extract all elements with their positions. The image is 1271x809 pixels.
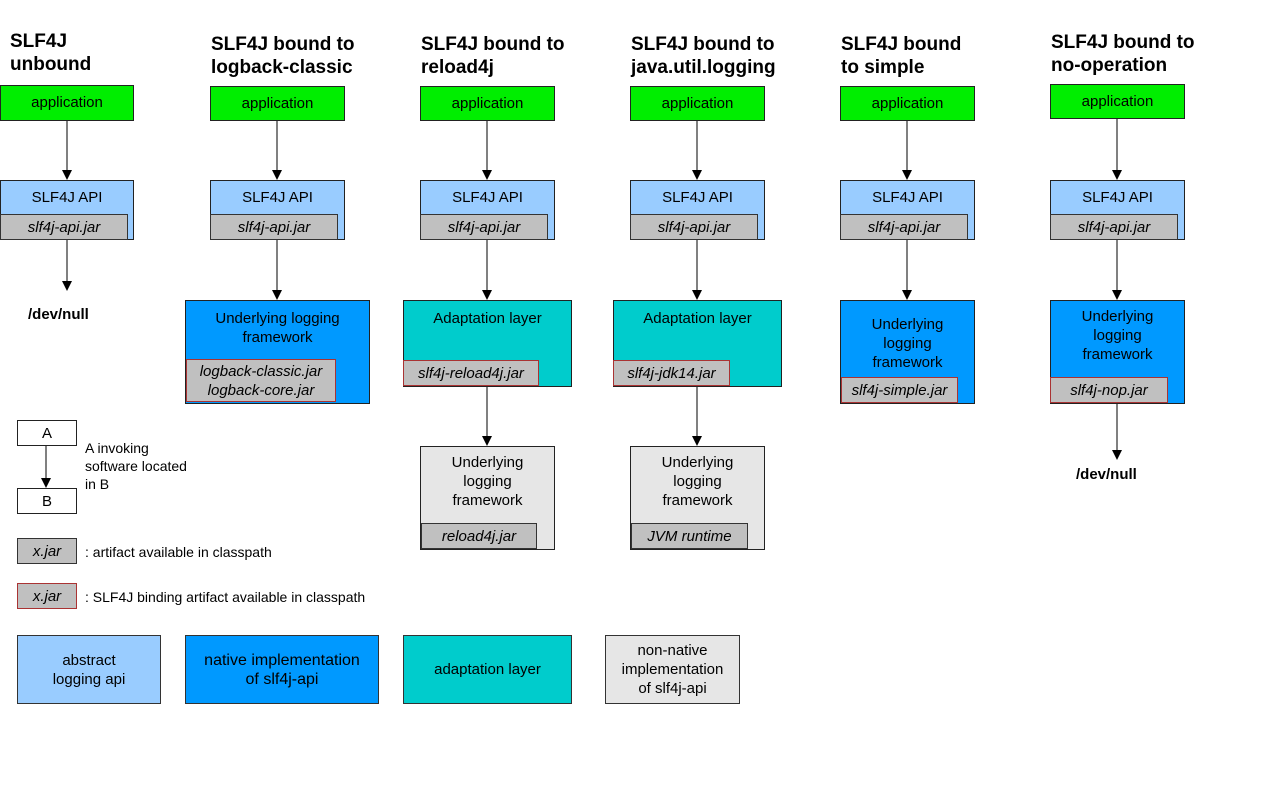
jar-jvm-runtime: JVM runtime (631, 523, 748, 549)
jar-slf4j-api: slf4j-api.jar (1050, 214, 1178, 240)
application-box: application (1050, 84, 1185, 119)
framework-label: Underlying logging framework (451, 454, 524, 509)
column-title-reload4j: SLF4J bound to reload4j (421, 34, 565, 78)
legend-abstract-api: abstract logging api (17, 635, 161, 704)
adaptation-label: Adaptation layer (433, 310, 542, 327)
dev-null-label: /dev/null (28, 306, 89, 323)
jar-slf4j-reload4j: slf4j-reload4j.jar (403, 360, 539, 386)
framework-label: Underlying logging framework (1081, 308, 1154, 363)
legend-box-a: A (17, 420, 77, 446)
framework-label: Underlying logging framework (661, 454, 734, 509)
jar-slf4j-api: slf4j-api.jar (420, 214, 548, 240)
jar-slf4j-jdk14: slf4j-jdk14.jar (613, 360, 730, 386)
slf4j-api-label: SLF4J API (452, 189, 523, 206)
jar-reload4j: reload4j.jar (421, 523, 537, 549)
application-box: application (0, 85, 134, 121)
column-title-logback: SLF4J bound to logback-classic (211, 34, 355, 78)
legend-artifact-jar: x.jar (17, 538, 77, 564)
jar-slf4j-simple: slf4j-simple.jar (841, 377, 958, 403)
jar-slf4j-nop: slf4j-nop.jar (1050, 377, 1168, 403)
column-title-jul: SLF4J bound to java.util.logging (631, 34, 776, 78)
legend-binding-text: : SLF4J binding artifact available in cl… (85, 589, 366, 605)
adaptation-label: Adaptation layer (643, 310, 752, 327)
jar-slf4j-api: slf4j-api.jar (630, 214, 758, 240)
jar-logback: logback-classic.jar logback-core.jar (186, 359, 336, 402)
legend-artifact-text: : artifact available in classpath (85, 544, 272, 560)
legend-adaptation-layer: adaptation layer (403, 635, 572, 704)
legend-binding-jar: x.jar (17, 583, 77, 609)
legend-non-native-impl: non-native implementation of slf4j-api (605, 635, 740, 704)
slf4j-api-label: SLF4J API (872, 189, 943, 206)
slf4j-api-label: SLF4J API (1082, 189, 1153, 206)
jar-slf4j-api: slf4j-api.jar (210, 214, 338, 240)
application-box: application (630, 86, 765, 121)
column-title-simple: SLF4J bound to simple (841, 34, 962, 78)
legend-native-impl: native implementation of slf4j-api (185, 635, 379, 704)
application-box: application (420, 86, 555, 121)
column-title-nop: SLF4J bound to no-operation (1051, 32, 1195, 76)
slf4j-api-label: SLF4J API (31, 189, 103, 206)
jar-slf4j-api: slf4j-api.jar (0, 214, 128, 240)
column-title-unbound: SLF4J unbound (10, 31, 92, 75)
application-box: application (840, 86, 975, 121)
legend-invoke-text: A invoking software located in B (85, 440, 187, 492)
framework-label: Underlying logging framework (871, 316, 944, 371)
jar-slf4j-api: slf4j-api.jar (840, 214, 968, 240)
dev-null-label: /dev/null (1076, 466, 1137, 483)
slf4j-api-label: SLF4J API (242, 189, 313, 206)
slf4j-api-label: SLF4J API (662, 189, 733, 206)
framework-label: Underlying logging framework (215, 310, 340, 346)
legend-box-b: B (17, 488, 77, 514)
application-box: application (210, 86, 345, 121)
